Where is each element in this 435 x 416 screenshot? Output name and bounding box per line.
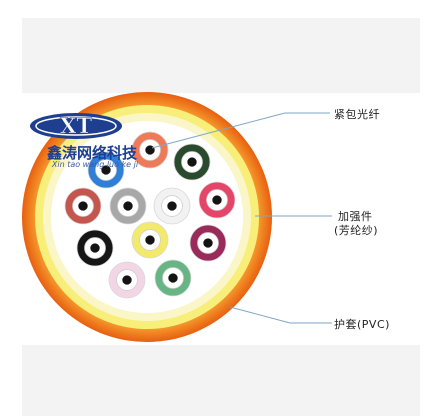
fiber-core	[168, 273, 178, 283]
fiber-gray	[109, 187, 147, 225]
fiber-core	[145, 145, 155, 155]
label-jacket: 护套(PVC)	[334, 318, 390, 331]
fiber-yellow	[131, 221, 169, 259]
fiber-orange	[131, 131, 169, 169]
fiber-dark-green	[173, 143, 211, 181]
fiber-green	[154, 259, 192, 297]
logo-mark: XT	[60, 113, 92, 138]
company-logo: XT 鑫涛网络科技 Xin tao wang luo ke ji	[30, 113, 139, 169]
top-gray-band	[22, 18, 420, 93]
logo-oval	[30, 113, 122, 139]
logo-company-name: 鑫涛网络科技	[46, 144, 138, 162]
fiber-black	[76, 229, 114, 267]
fiber-red	[198, 181, 236, 219]
bottom-gray-band	[22, 345, 420, 416]
fiber-core	[187, 157, 197, 167]
fiber-purple	[189, 224, 227, 262]
fiber-core	[122, 275, 132, 285]
label-tight-buffer-fiber: 紧包光纤	[334, 108, 380, 121]
fiber-pink	[108, 261, 146, 299]
logo-pinyin: Xin tao wang luo ke ji	[51, 160, 139, 169]
fiber-core	[78, 201, 88, 211]
fiber-core	[145, 235, 155, 245]
fiber-blue	[87, 151, 125, 189]
label-strength-member: 加强件	[338, 210, 373, 223]
fiber-core	[90, 243, 100, 253]
leader-line-fiber	[151, 112, 286, 149]
leader-line-jacket	[229, 306, 291, 324]
fiber-core	[101, 165, 111, 175]
fiber-core	[203, 238, 213, 248]
fiber-brown	[64, 187, 102, 225]
fiber-group	[64, 131, 236, 299]
fiber-core	[212, 195, 222, 205]
fiber-core	[123, 201, 133, 211]
label-strength-member-note: (芳纶纱)	[334, 224, 379, 237]
fiber-white	[153, 187, 191, 225]
fiber-core	[167, 201, 177, 211]
logo-oval-ring	[35, 116, 117, 136]
